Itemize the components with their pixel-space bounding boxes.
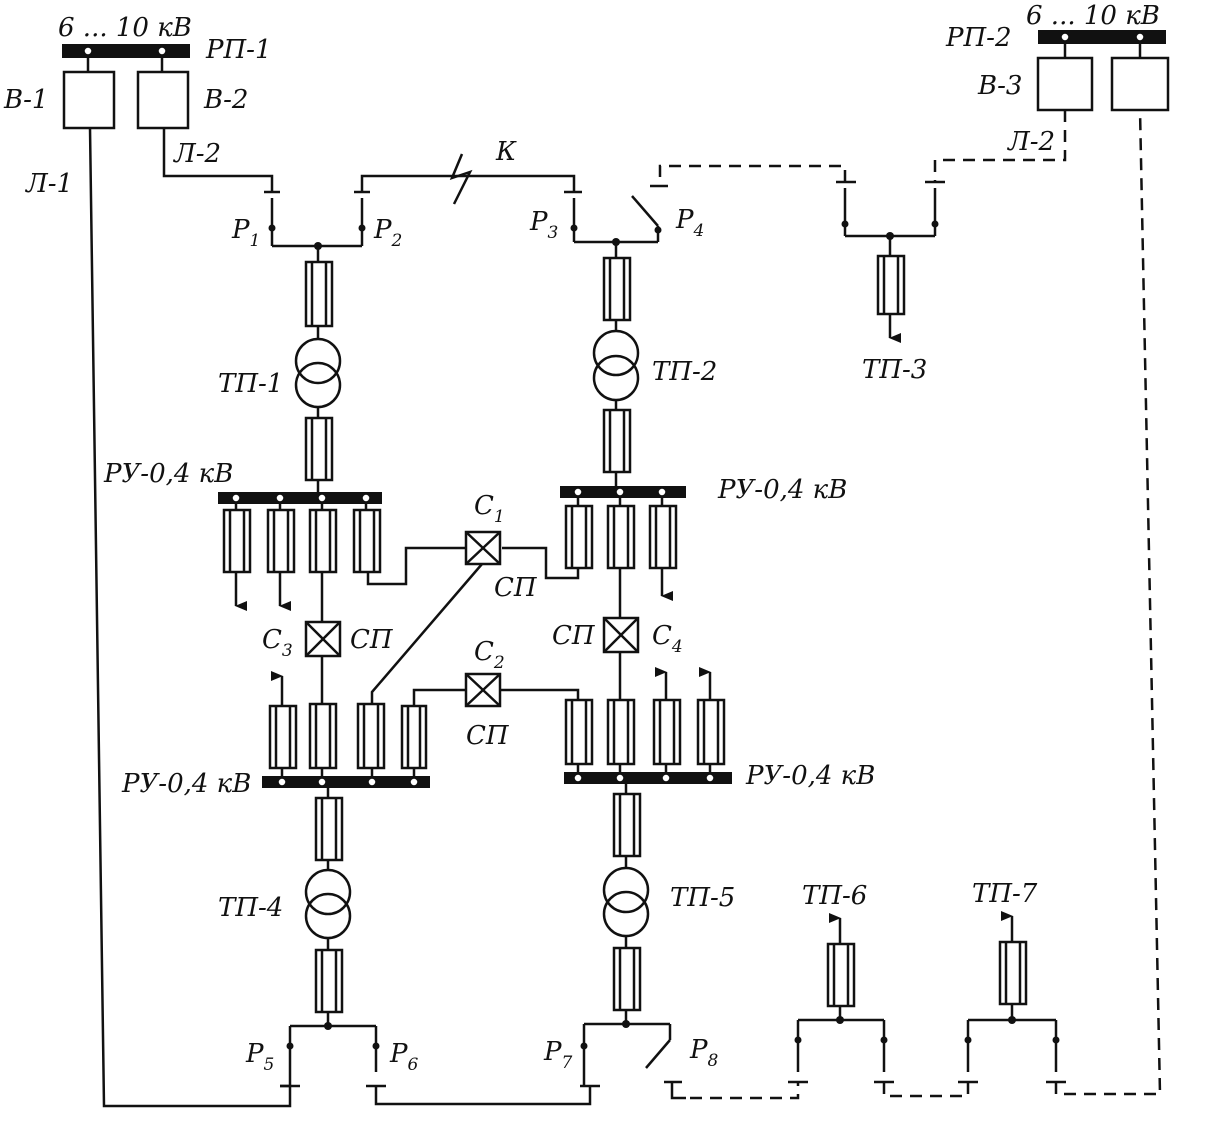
sp-c2-label: СП	[466, 721, 510, 751]
ru-top-left-busbar	[218, 492, 382, 504]
tp4-label: ТП-4	[218, 893, 283, 923]
section-point-c1	[464, 530, 502, 566]
p6-label: Р6	[389, 1039, 419, 1075]
ru-top-left-label: РУ-0,4 кВ	[103, 459, 233, 489]
l2-left-label: Л-2	[172, 139, 221, 169]
switch-p8	[645, 1039, 671, 1069]
transformer-tp2	[592, 329, 640, 377]
l1-label: Л-1	[24, 169, 73, 199]
section-point-c4	[602, 616, 640, 654]
tp6-label: ТП-6	[802, 881, 867, 911]
p5-label: Р5	[245, 1039, 274, 1075]
c2-link-left	[412, 688, 466, 706]
fault-label: К	[495, 137, 517, 167]
rp2-label: РП-2	[945, 23, 1012, 53]
tp3-feeder	[841, 188, 939, 343]
fault-k-symbol	[449, 153, 473, 205]
c1-link-diagonal	[370, 563, 483, 704]
breaker-v1	[62, 70, 116, 130]
v2-label: В-2	[203, 85, 248, 115]
tp7-label: ТП-7	[972, 879, 1038, 909]
l2-right-label: Л-2	[1006, 127, 1055, 157]
fuse-tp2-hv	[602, 256, 632, 322]
tp6-feeder	[690, 913, 894, 1100]
rp1-label: РП-1	[205, 35, 272, 65]
transformer-tp1	[294, 337, 342, 385]
p2-label: Р2	[373, 215, 402, 251]
p3-label: Р3	[529, 207, 558, 243]
v3-label: В-3	[977, 71, 1022, 101]
ru-bottom-right-label: РУ-0,4 кВ	[745, 761, 875, 791]
dashed-return-rp2	[1054, 109, 1162, 1096]
tp2-feeder	[570, 195, 662, 486]
tp3-label: ТП-3	[862, 355, 927, 385]
line-l2-right	[650, 110, 1067, 188]
p1-label: Р1	[231, 215, 260, 251]
rp2-voltage-label: 6 ... 10 кВ	[1026, 1, 1160, 31]
rp1-busbar	[62, 44, 190, 58]
section-point-c3	[304, 620, 342, 658]
sp-c4-label: СП	[552, 621, 596, 651]
ru-top-left	[218, 492, 466, 622]
tp1-feeder	[268, 198, 366, 492]
p4-label: Р4	[675, 205, 704, 241]
ru-bottom-left-label: РУ-0,4 кВ	[121, 769, 251, 799]
breaker-v2	[136, 70, 190, 130]
rp2-busbar	[1038, 30, 1166, 44]
breaker-v3	[1036, 56, 1094, 112]
ru-bottom-left-busbar	[262, 776, 430, 788]
line-l1	[88, 127, 292, 1108]
sp-c1-label: СП	[494, 573, 538, 603]
c1-label: С1	[474, 491, 505, 527]
fuse-tp3	[876, 254, 906, 316]
ru-bottom-right	[564, 667, 732, 784]
fuse-tp6	[826, 942, 856, 1008]
ru-top-right-label: РУ-0,4 кВ	[717, 475, 847, 505]
switch-p4	[631, 195, 659, 227]
tp5-label: ТП-5	[670, 883, 735, 913]
rp1-switchgear	[62, 44, 190, 130]
c2-label: С2	[474, 637, 505, 673]
fuse-tp1-hv	[304, 260, 334, 328]
section-point-c2	[464, 672, 502, 708]
breaker-rp2-right	[1110, 56, 1170, 112]
sp-c3-label: СП	[350, 625, 394, 655]
tp5-feeder	[580, 784, 686, 1100]
c4-label: С4	[652, 621, 683, 657]
ru-bottom-right-busbar	[564, 772, 732, 784]
ru-bottom-left	[262, 671, 430, 788]
c2-link-right	[500, 688, 580, 700]
ru-top-right	[502, 486, 686, 618]
tp2-label: ТП-2	[652, 357, 717, 387]
p8-label: Р8	[689, 1035, 719, 1071]
tp1-label: ТП-1	[218, 369, 283, 399]
transformer-tp5	[602, 866, 650, 914]
tp7-feeder	[958, 911, 1066, 1084]
rp2-switchgear	[1036, 30, 1170, 112]
rp1-voltage-label: 6 ... 10 кВ	[58, 13, 192, 43]
line-l2-left	[162, 128, 582, 194]
dashed-link-tp6-tp7	[882, 1082, 970, 1098]
transformer-tp4	[304, 868, 352, 916]
fuse-tp7	[998, 940, 1028, 1006]
tp4-feeder	[280, 788, 592, 1106]
p7-label: Р7	[543, 1037, 573, 1073]
c3-label: С3	[262, 625, 293, 661]
v1-label: В-1	[3, 85, 48, 115]
